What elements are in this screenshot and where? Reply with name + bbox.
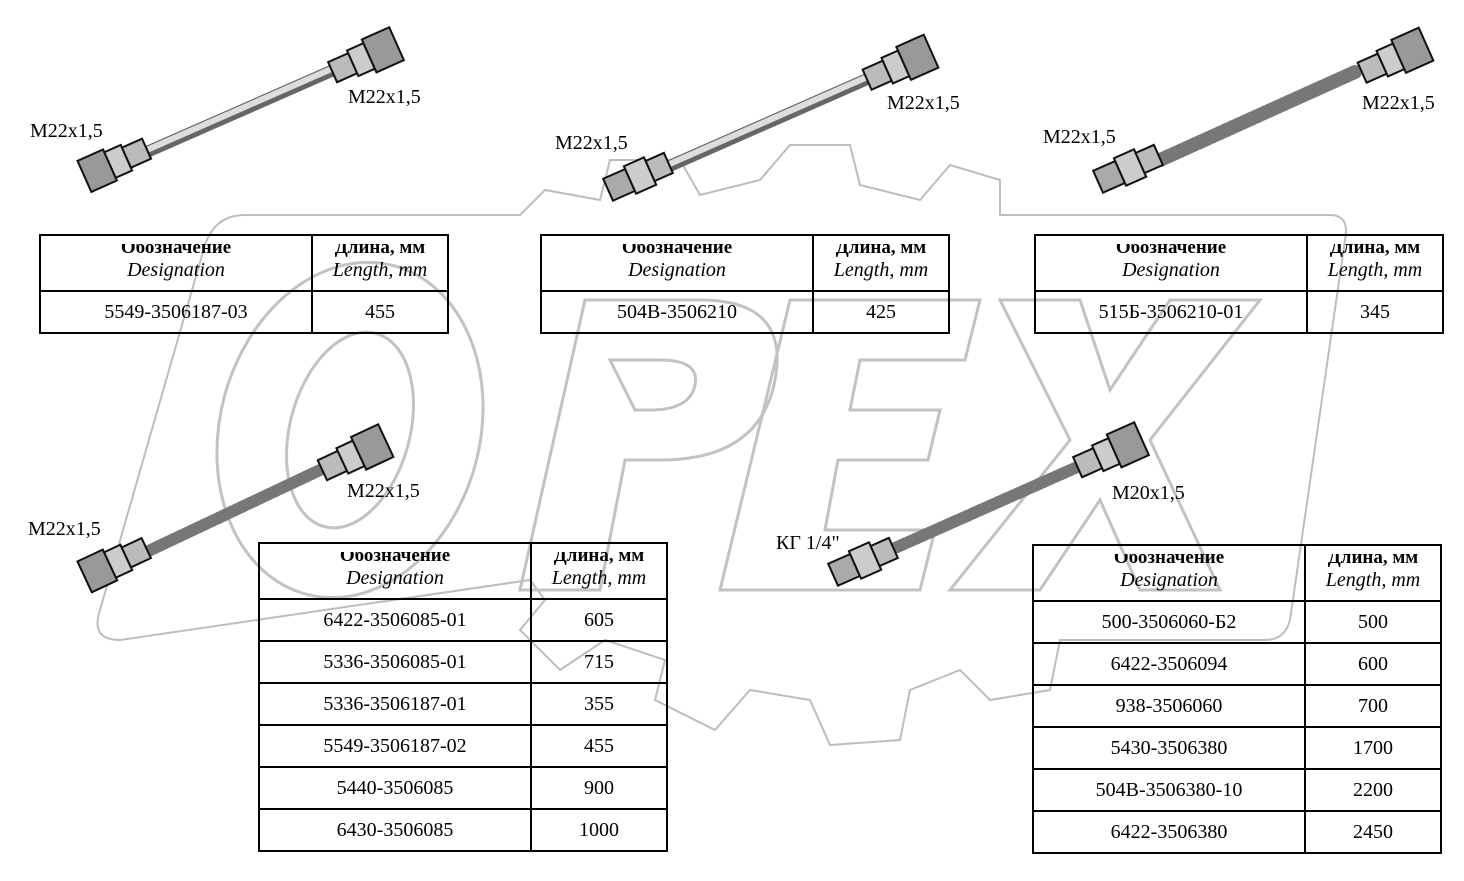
designation-cell: 5549-3506187-02 bbox=[258, 724, 532, 768]
designation-cell: 515Б-3506210-01 bbox=[1034, 290, 1308, 334]
designation-cell: 6430-3506085 bbox=[258, 808, 532, 852]
table-row: 504В-3506210 425 bbox=[540, 290, 950, 334]
gear-watermark-icon bbox=[96, 144, 1347, 747]
length-cell: 455 bbox=[311, 290, 449, 334]
length-cell: 1700 bbox=[1304, 726, 1442, 770]
thread-label: M22x1,5 bbox=[555, 132, 628, 154]
thread-label: M22x1,5 bbox=[28, 518, 101, 540]
thread-label: M22x1,5 bbox=[30, 120, 103, 142]
length-cell: 2450 bbox=[1304, 810, 1442, 854]
thread-label: M22x1,5 bbox=[1362, 92, 1435, 114]
length-cell: 900 bbox=[530, 766, 668, 810]
designation-cell: 6422-3506085-01 bbox=[258, 598, 532, 642]
length-cell: 500 bbox=[1304, 600, 1442, 644]
table-row: 515Б-3506210-01 345 bbox=[1034, 290, 1444, 334]
table-row: 5549-3506187-03 455 bbox=[39, 290, 449, 334]
designation-cell: 938-3506060 bbox=[1032, 684, 1306, 728]
designation-cell: 500-3506060-Б2 bbox=[1032, 600, 1306, 644]
length-cell: 700 bbox=[1304, 684, 1442, 728]
thread-label: M22x1,5 bbox=[887, 92, 960, 114]
designation-cell: 5549-3506187-03 bbox=[39, 290, 313, 334]
designation-cell: 5336-3506187-01 bbox=[258, 682, 532, 726]
designation-cell: 5336-3506085-01 bbox=[258, 640, 532, 684]
length-cell: 345 bbox=[1306, 290, 1444, 334]
length-cell: 2200 bbox=[1304, 768, 1442, 812]
designation-cell: 6422-3506094 bbox=[1032, 642, 1306, 686]
thread-label: КГ 1/4" bbox=[776, 532, 840, 554]
designation-cell: 504В-3506210 bbox=[540, 290, 814, 334]
designation-cell: 6422-3506380 bbox=[1032, 810, 1306, 854]
length-cell: 425 bbox=[812, 290, 950, 334]
designation-cell: 504В-3506380-10 bbox=[1032, 768, 1306, 812]
length-cell: 1000 bbox=[530, 808, 668, 852]
length-cell: 355 bbox=[530, 682, 668, 726]
designation-cell: 5440-3506085 bbox=[258, 766, 532, 810]
length-cell: 600 bbox=[1304, 642, 1442, 686]
thread-label: M20x1,5 bbox=[1112, 482, 1185, 504]
thread-label: M22x1,5 bbox=[347, 480, 420, 502]
designation-cell: 5430-3506380 bbox=[1032, 726, 1306, 770]
length-cell: 715 bbox=[530, 640, 668, 684]
length-cell: 605 bbox=[530, 598, 668, 642]
thread-label: M22x1,5 bbox=[348, 86, 421, 108]
thread-label: M22x1,5 bbox=[1043, 126, 1116, 148]
length-cell: 455 bbox=[530, 724, 668, 768]
